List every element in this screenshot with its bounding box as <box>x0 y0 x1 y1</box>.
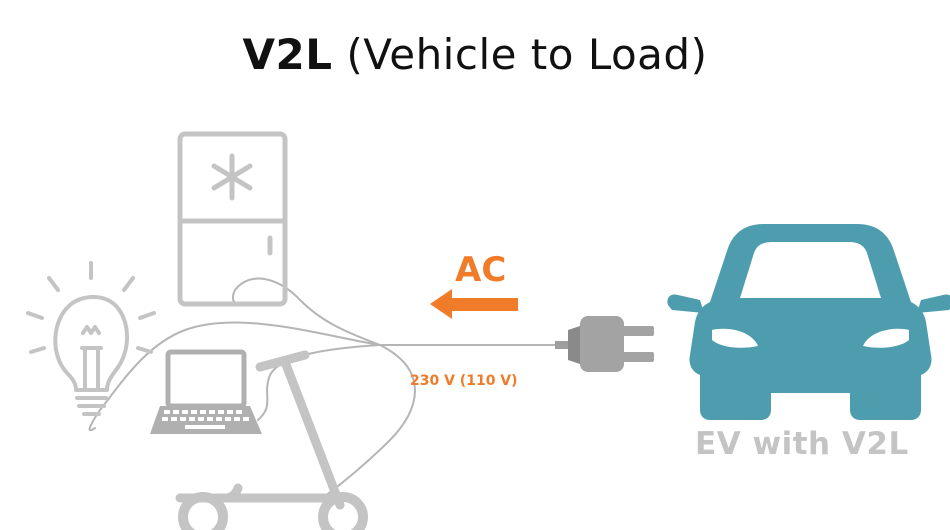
laptop-icon <box>150 349 262 434</box>
car-icon <box>667 224 950 420</box>
title-acronym: V2L <box>242 30 333 79</box>
flow-label: AC <box>455 250 507 290</box>
cables <box>88 277 556 501</box>
page-title: V2L (Vehicle to Load) <box>0 30 950 79</box>
cable-bulb <box>88 321 381 432</box>
cable-laptop <box>257 344 381 421</box>
plug-icon <box>555 316 654 372</box>
title-expansion: (Vehicle to Load) <box>332 30 708 79</box>
arrow-left-icon <box>430 289 518 319</box>
scooter-icon <box>175 350 368 530</box>
bulb-icon <box>26 261 156 416</box>
cable-fridge <box>231 277 381 346</box>
voltage-label: 230 V (110 V) <box>410 373 518 389</box>
vehicle-label: EV with V2L <box>695 426 909 462</box>
fridge-icon <box>177 131 288 307</box>
cable-scooter <box>319 344 416 501</box>
